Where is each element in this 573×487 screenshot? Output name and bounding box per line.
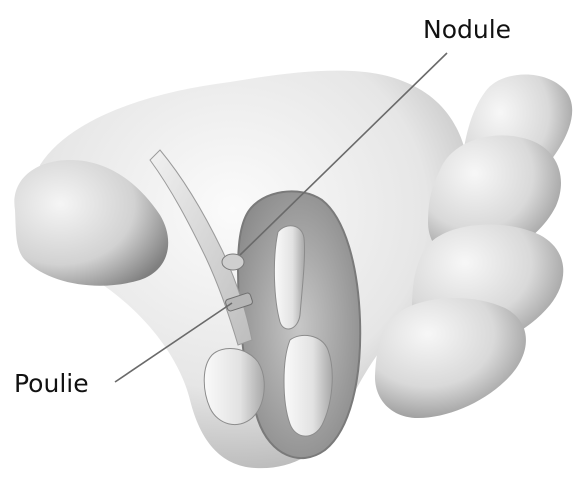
phalanx-bone-side bbox=[204, 349, 264, 425]
nodule-label: Nodule bbox=[423, 17, 511, 42]
poulie-label: Poulie bbox=[14, 371, 89, 396]
nodule-bump bbox=[222, 254, 244, 270]
finger-4-shape bbox=[375, 298, 526, 418]
phalanx-bone-upper bbox=[274, 226, 304, 329]
